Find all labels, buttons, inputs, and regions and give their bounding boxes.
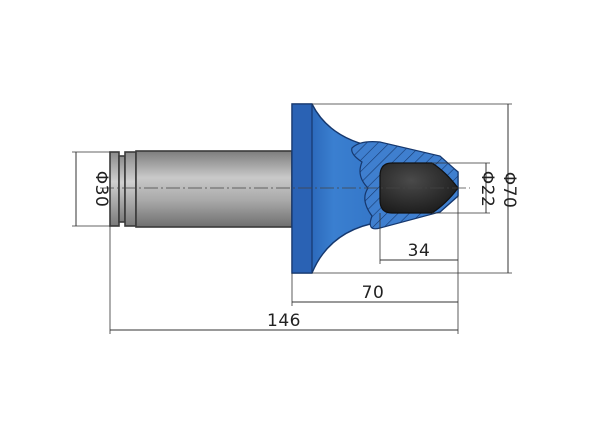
dim-head-length: 70 bbox=[291, 264, 459, 306]
dim-tip-length-label: 34 bbox=[408, 241, 431, 261]
shank bbox=[135, 150, 293, 228]
dim-shank-diameter: Φ30 bbox=[72, 151, 111, 227]
dim-tip-diameter: Φ22 bbox=[432, 162, 497, 214]
dim-head-diameter: Φ70 bbox=[312, 103, 519, 274]
dim-head-diameter-label: Φ70 bbox=[499, 172, 519, 209]
shank-collar bbox=[109, 151, 137, 227]
dim-total-length: 146 bbox=[109, 226, 459, 334]
dim-tip-diameter-label: Φ22 bbox=[477, 171, 497, 208]
dim-total-length-label: 146 bbox=[267, 311, 301, 331]
dim-tip-length: 34 bbox=[379, 196, 459, 264]
dim-head-length-label: 70 bbox=[362, 283, 385, 303]
dim-shank-diameter-label: Φ30 bbox=[91, 171, 111, 208]
head-rear-face bbox=[291, 103, 313, 274]
